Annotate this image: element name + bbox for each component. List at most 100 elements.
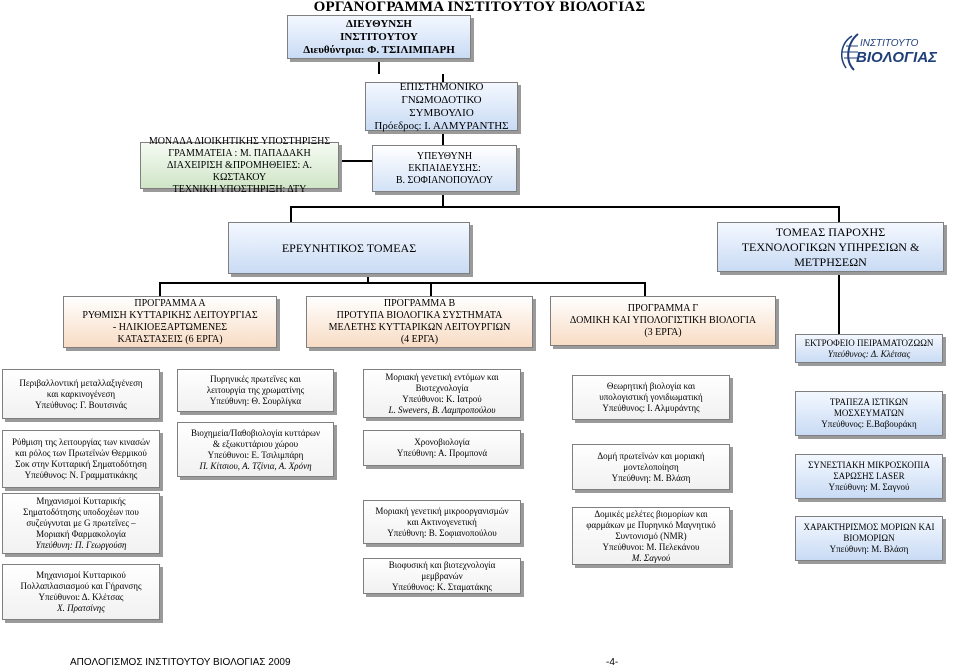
project-line: και Ακτινογενετική bbox=[407, 516, 477, 527]
project-line: Δομικές μελέτες βιομορίων και bbox=[594, 508, 708, 519]
project-responsible: Υπεύθυνη: Μ. Βλάση bbox=[611, 472, 691, 483]
programme-b-line1: ΠΡΟΓΡΑΜΜΑ Β bbox=[383, 298, 456, 309]
project-responsible: Υπεύθυνος: Ν. Γραμματικάκης bbox=[24, 470, 138, 480]
direction-line1: ΔΙΕΥΘΥΝΣΗ bbox=[346, 17, 412, 30]
project-line: συζεύγνυται με G πρωτεΐνες – bbox=[26, 518, 136, 528]
council-line4: Πρόεδρος: Ι. ΑΛΜΥΡΑΝΤΗΣ bbox=[374, 119, 509, 132]
project-line: Περιβαλλοντική μεταλλαξιγένεση bbox=[19, 377, 143, 388]
animal-facility-line1: ΕΚΤΡΟΦΕΙΟ ΠΕΙΡΑΜΑΤΟΖΩΩΝ bbox=[804, 337, 934, 348]
services-line1: ΤΟΜΕΑΣ ΠΑΡΟΧΗΣ bbox=[775, 224, 886, 239]
programme-c-line2: ΔΟΜΙΚΗ ΚΑΙ ΥΠΟΛΟΓΙΣΤΙΚΗ ΒΙΟΛΟΓΙΑ bbox=[569, 315, 757, 326]
service-line: ΜΟΣΧΕΥΜΑΤΩΝ bbox=[833, 408, 905, 418]
project-responsible: Υπεύθυνος: Γ. Βουτσινάς bbox=[35, 399, 127, 410]
programme-b-line2: ΠΡΟΤΥΠΑ ΒΙΟΛΟΓΙΚΑ ΣΥΣΤΗΜΑΤΑ bbox=[336, 310, 503, 321]
chart-title: ΟΡΓΑΝΟΓΡΑΜΜΑ ΙΝΣΤΙΤΟΥΤΟΥ ΒΙΟΛΟΓΙΑΣ bbox=[313, 0, 646, 15]
project-line: Μοριακή γενετική μικροοργανισμών bbox=[375, 505, 509, 516]
project-line: Σηματοδότησης υποδοχέων που bbox=[23, 507, 139, 517]
confocal-microscopy-box: ΣΥΝΕΣΤΙΑΚΗ ΜΙΚΡΟΣΚΟΠΙΑ ΣΑΡΩΣΗΣ LASER Υπε… bbox=[795, 454, 943, 499]
project-responsible: Υπεύθυνη: Θ. Σουρλίγκα bbox=[209, 396, 302, 406]
project-line: υπολογιστική γονιδιωματική bbox=[599, 392, 703, 402]
programme-c-box: ΠΡΟΓΡΑΜΜΑ Γ ΔΟΜΙΚΗ ΚΑΙ ΥΠΟΛΟΓΙΣΤΙΚΗ ΒΙΟΛ… bbox=[550, 296, 776, 346]
project-line: Θεωρητική βιολογία και bbox=[606, 381, 696, 391]
programme-a-line3: - ΗΛΙΚΙΟΕΞΑΡΤΩΜΕΝΕΣ bbox=[112, 322, 228, 333]
project-responsible: Μ. Σαγνού bbox=[631, 552, 671, 563]
project-c2-box: Δομή πρωτεϊνών και μοριακή μοντελοποίηση… bbox=[572, 444, 730, 490]
project-responsible: Υπεύθυνη: Β. Σοφιανοπούλου bbox=[387, 527, 497, 538]
council-line1: ΕΠΙΣΤΗΜΟΝΙΚΟ bbox=[399, 80, 484, 93]
footer-text: ΑΠΟΛΟΓΙΣΜΟΣ ΙΝΣΤΙΤΟΥΤΟΥ ΒΙΟΛΟΓΙΑΣ 2009 bbox=[70, 657, 291, 668]
programme-c-line1: ΠΡΟΓΡΑΜΜΑ Γ bbox=[627, 303, 699, 314]
project-b1-box: Μοριακή γενετική εντόμων και Βιοτεχνολογ… bbox=[363, 369, 521, 418]
project-b3-box: Μοριακή γενετική μικροοργανισμών και Ακτ… bbox=[363, 500, 521, 544]
service-line: ΣΥΝΕΣΤΙΑΚΗ ΜΙΚΡΟΣΚΟΠΙΑ bbox=[808, 460, 930, 470]
connector-line bbox=[838, 206, 840, 222]
project-responsible: Υπεύθυνοι: Μ. Πελεκάνου bbox=[602, 541, 700, 552]
project-responsible: Υπεύθυνος: Κ. Σταματάκης bbox=[391, 581, 492, 592]
programme-a-line4: ΚΑΤΑΣΤΑΣΕΙΣ (6 ΕΡΓΑ) bbox=[117, 334, 223, 345]
logo-text-line1: ΙΝΣΤΙΤΟΥΤΟ bbox=[860, 38, 919, 49]
project-line: Μοριακή Φαρμακολογία bbox=[36, 529, 126, 539]
scientific-council-box: ΕΠΙΣΤΗΜΟΝΙΚΟ ΓΝΩΜΟΔΟΤΙΚΟ ΣΥΜΒΟΥΛΙΟ Πρόεδ… bbox=[365, 80, 518, 132]
project-b2-box: Χρονοβιολογία Υπεύθυνη: Α. Προμπονά bbox=[363, 430, 521, 466]
project-line: Δομή πρωτεϊνών και μοριακή bbox=[597, 450, 705, 461]
project-line: Χρονοβιολογία bbox=[414, 437, 470, 447]
project-c1-box: Θεωρητική βιολογία και υπολογιστική γονι… bbox=[572, 375, 730, 420]
molecule-characterisation-box: ΧΑΡΑΚΤΗΡΙΣΜΟΣ ΜΟΡΙΩΝ ΚΑΙ ΒΙΟΜΟΡΙΩΝ Υπεύθ… bbox=[795, 516, 943, 561]
project-a5-box: Πυρηνικές πρωτεΐνες και λειτουργία της χ… bbox=[177, 369, 334, 412]
project-responsible: Υπεύθυνοι: Κ. Ιατρού bbox=[402, 393, 482, 404]
service-responsible: Υπεύθυνος: Ε.Βαβουράκη bbox=[821, 419, 917, 429]
project-line: Μηχανισμοί Κυτταρικής bbox=[36, 496, 126, 506]
project-line: και καρκινογένεση bbox=[46, 388, 116, 399]
project-line: Σοκ στην Κυτταρική Σηματοδότηση bbox=[15, 459, 147, 469]
project-line: λειτουργία της χρωματίνης bbox=[206, 385, 305, 395]
admin-line2: ΓΡΑΜΜΑΤΕΙΑ : Μ. ΠΑΠΑΔΑΚΗ bbox=[168, 147, 311, 159]
connector-line bbox=[430, 282, 432, 296]
service-line: ΤΡΑΠΕΖΑ ΙΣΤΙΚΩΝ bbox=[829, 397, 909, 407]
institute-direction-box: ΔΙΕΥΘΥΝΣΗ ΙΝΣΤΙΤΟΥΤΟΥ Διευθύντρια: Φ. ΤΣ… bbox=[287, 15, 471, 59]
project-a4-box: Μηχανισμοί Κυτταρικού Πολλαπλασιασμού κα… bbox=[2, 564, 160, 620]
connector-line bbox=[290, 206, 292, 222]
project-line: Βιοχημεία/Παθοβιολογία κυττάρων bbox=[190, 427, 321, 438]
admin-line3: ΔΙΑΧΕΙΡΙΣΗ &ΠΡΟΜΗΘΕΙΕΣ: Α. ΚΩΣΤΑΚΟΥ bbox=[166, 159, 312, 183]
admin-support-box: ΜΟΝΑΔΑ ΔΙΟΙΚΗΤΙΚΗΣ ΥΠΟΣΤΗΡΙΞΗΣ ΓΡΑΜΜΑΤΕΙ… bbox=[140, 136, 339, 195]
council-line2: ΓΝΩΜΟΔΟΤΙΚΟ bbox=[401, 93, 482, 106]
connector-line bbox=[644, 282, 646, 296]
project-line: Συντονισμό (NMR) bbox=[615, 530, 687, 541]
programme-b-line3: ΜΕΛΕΤΗΣ ΚΥΤΤΑΡΙΚΩΝ ΛΕΙΤΟΥΡΓΙΩΝ bbox=[328, 322, 511, 333]
project-line: φαρμάκων με Πυρηνικό Μαγνητικό bbox=[586, 519, 716, 530]
connector-line bbox=[838, 272, 840, 334]
project-responsible: Π. Κίτσιου, Α. Τζίνια, Α. Χρόνη bbox=[199, 460, 312, 471]
programme-b-line4: (4 ΕΡΓΑ) bbox=[400, 334, 439, 345]
project-c3-box: Δομικές μελέτες βιομορίων και φαρμάκων μ… bbox=[572, 507, 730, 565]
project-responsible: Υπεύθυνη: Α. Προμπονά bbox=[396, 448, 488, 458]
project-responsible: L. Swevers, Β. Λαμπροπούλου bbox=[388, 404, 496, 415]
connector-line bbox=[290, 160, 442, 162]
connector-line bbox=[159, 282, 161, 296]
project-line: Μηχανισμοί Κυτταρικού bbox=[36, 570, 126, 580]
research-sector-box: ΕΡΕΥΝΗΤΙΚΟΣ ΤΟΜΕΑΣ bbox=[228, 222, 470, 274]
project-line: Ρύθμιση της λειτουργίας των κινασών bbox=[12, 437, 150, 447]
project-a1-box: Περιβαλλοντική μεταλλαξιγένεση και καρκι… bbox=[2, 369, 160, 419]
programme-b-box: ΠΡΟΓΡΑΜΜΑ Β ΠΡΟΤΥΠΑ ΒΙΟΛΟΓΙΚΑ ΣΥΣΤΗΜΑΤΑ … bbox=[306, 296, 533, 348]
project-line: Μοριακή γενετική εντόμων και bbox=[385, 371, 499, 382]
services-sector-box: ΤΟΜΕΑΣ ΠΑΡΟΧΗΣ ΤΕΧΝΟΛΟΓΙΚΩΝ ΥΠΗΡΕΣΙΩΝ & … bbox=[717, 222, 944, 272]
project-responsible: Υπεύθυνος: Ι. Αλμυράντης bbox=[602, 403, 700, 413]
project-b4-box: Βιοφυσική και βιοτεχνολογία μεμβρανών Υπ… bbox=[363, 558, 521, 594]
service-line: ΣΑΡΩΣΗΣ LASER bbox=[833, 471, 905, 481]
logo-text-line2: ΒΙΟΛΟΓΙΑΣ bbox=[856, 49, 938, 66]
council-line3: ΣΥΜΒΟΥΛΙΟ bbox=[409, 106, 474, 119]
project-line: & εξωκυττάριου χώρου bbox=[212, 438, 299, 449]
animal-facility-line2: Υπεύθυνος: Δ. Κλέτσας bbox=[827, 348, 911, 359]
connector-line bbox=[367, 275, 369, 282]
connector-line bbox=[378, 58, 380, 74]
logo-mark-icon bbox=[840, 33, 859, 71]
training-officer-box: ΥΠΕΥΘΥΝΗ ΕΚΠΑΙΔΕΥΣΗΣ: Β. ΣΟΦΙΑΝΟΠΟΥΛΟΥ bbox=[372, 145, 517, 192]
connector-line bbox=[290, 206, 839, 208]
admin-line1: ΜΟΝΑΔΑ ΔΙΟΙΚΗΤΙΚΗΣ ΥΠΟΣΤΗΡΙΞΗΣ bbox=[148, 135, 331, 147]
project-line: μοντελοποίηση bbox=[623, 461, 679, 472]
institute-logo: ΙΝΣΤΙΤΟΥΤΟ ΒΙΟΛΟΓΙΑΣ bbox=[836, 30, 938, 72]
research-sector-label: ΕΡΕΥΝΗΤΙΚΟΣ ΤΟΜΕΑΣ bbox=[281, 240, 417, 255]
service-responsible: Υπεύθυνη: Μ. Βλάση bbox=[829, 544, 909, 554]
programme-a-line2: ΡΥΘΜΙΣΗ ΚΥΤΤΑΡΙΚΗΣ ΛΕΙΤΟΥΡΓΙΑΣ bbox=[82, 310, 258, 321]
project-line: Πολλαπλασιασμού και Γήρανσης bbox=[20, 581, 142, 591]
